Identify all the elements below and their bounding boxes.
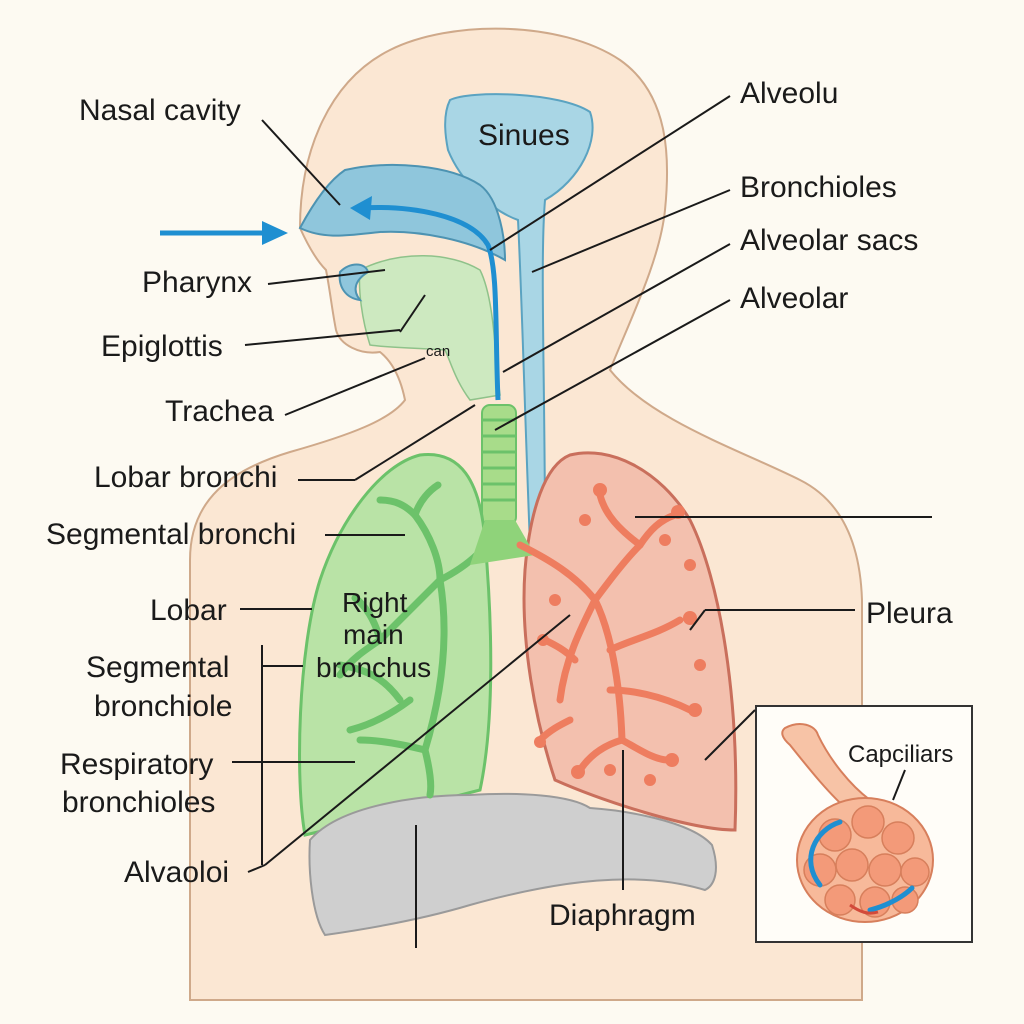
label-respiratory-bronchioles-line2: bronchioles xyxy=(62,786,215,819)
alveolus-capillary-icon xyxy=(781,723,934,923)
pharynx-area xyxy=(358,255,501,401)
label-lobar: Lobar xyxy=(150,594,227,627)
carina xyxy=(470,520,535,565)
label-right-main-bronchus-line2: main xyxy=(343,619,404,650)
label-segmental-bronchiole-line1: Segmental xyxy=(86,651,229,684)
trachea-tube xyxy=(481,404,517,526)
label-right-main-bronchus-line1: Right xyxy=(342,587,408,618)
alveolar-clusters xyxy=(534,483,706,786)
label-alveolar-sacs: Alveolar sacs xyxy=(740,224,918,257)
label-bronchioles: Bronchioles xyxy=(740,171,897,204)
airflow-path-arrowhead xyxy=(350,196,372,220)
label-can: can xyxy=(426,343,450,360)
label-nasal-cavity: Nasal cavity xyxy=(79,94,241,127)
label-alveolu: Alveolu xyxy=(740,77,838,110)
label-alvaoloi: Alvaoloi xyxy=(124,856,229,889)
label-segmental-bronchiole-line2: bronchiole xyxy=(94,690,232,723)
right-bronchial-tree xyxy=(336,481,503,799)
airflow-path xyxy=(359,205,501,401)
label-epiglottis: Epiglottis xyxy=(101,330,223,363)
label-right-main-bronchus-line3: bronchus xyxy=(316,652,431,683)
label-segmental-bronchi: Segmental bronchi xyxy=(46,518,296,551)
trachea-rings xyxy=(482,418,516,502)
arrow-right-icon xyxy=(160,221,288,245)
label-diaphragm: Diaphragm xyxy=(549,899,696,932)
leader-lines xyxy=(232,95,932,948)
label-trachea: Trachea xyxy=(165,395,274,428)
label-alveolar: Alveolar xyxy=(740,282,848,315)
label-sinues: Sinues xyxy=(478,119,570,152)
label-pharynx: Pharynx xyxy=(142,266,252,299)
label-respiratory-bronchioles-line1: Respiratory xyxy=(60,748,213,781)
label-pleura: Pleura xyxy=(866,597,953,630)
left-bronchial-tree xyxy=(516,491,694,774)
label-lobar-bronchi: Lobar bronchi xyxy=(94,461,277,494)
label-capciliars: Capciliars xyxy=(848,741,953,768)
nasal-cavity-shape xyxy=(298,164,507,262)
diaphragm-shape xyxy=(308,792,717,937)
